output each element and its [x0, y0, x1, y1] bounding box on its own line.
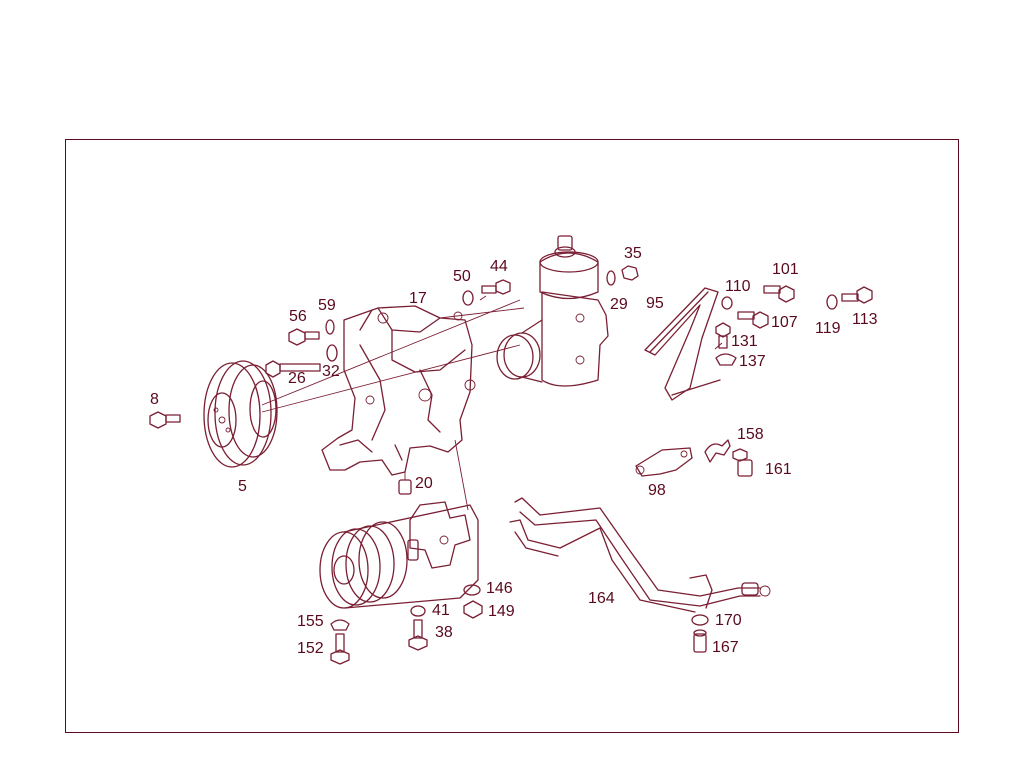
callout-155[interactable]: 155	[297, 613, 324, 630]
callout-17[interactable]: 17	[409, 290, 427, 307]
pulley[interactable]	[203, 299, 521, 468]
clip-137[interactable]	[715, 353, 737, 366]
callout-20[interactable]: 20	[415, 475, 433, 492]
mounting-bracket[interactable]	[321, 305, 476, 476]
callout-41[interactable]: 41	[432, 602, 450, 619]
callout-167[interactable]: 167	[712, 639, 739, 656]
callout-113[interactable]: 113	[852, 311, 878, 328]
bolt-38[interactable]	[408, 619, 428, 651]
brace-95[interactable]	[644, 287, 721, 401]
callout-101[interactable]: 101	[772, 261, 799, 278]
hose-164[interactable]	[509, 497, 771, 613]
callout-35[interactable]: 35	[624, 245, 642, 262]
callout-32[interactable]: 32	[322, 363, 340, 380]
washer-41[interactable]	[410, 605, 426, 617]
bolt-131[interactable]	[715, 322, 731, 349]
washer-50[interactable]	[462, 290, 474, 306]
compressor[interactable]	[319, 439, 479, 609]
callout-107[interactable]: 107	[771, 314, 798, 331]
callout-110[interactable]: 110	[725, 278, 751, 295]
clip-158[interactable]	[704, 439, 731, 463]
callout-95[interactable]: 95	[646, 295, 664, 312]
washer-170[interactable]	[691, 614, 709, 626]
power-steering-pump[interactable]	[439, 235, 609, 387]
callout-146[interactable]: 146	[486, 580, 513, 597]
nut-35[interactable]	[621, 265, 639, 281]
callout-38[interactable]: 38	[435, 624, 453, 641]
bolt-113[interactable]	[841, 286, 873, 304]
bolt-101[interactable]	[763, 285, 795, 303]
bolt-8[interactable]	[149, 411, 181, 429]
washer-32[interactable]	[326, 344, 338, 362]
callout-8[interactable]: 8	[150, 391, 159, 408]
callout-5[interactable]: 5	[238, 478, 247, 495]
callout-161[interactable]: 161	[765, 461, 792, 478]
washer-29[interactable]	[606, 270, 616, 286]
callout-131[interactable]: 131	[731, 333, 758, 350]
diagram-frame	[65, 139, 959, 733]
bolt-107[interactable]	[737, 311, 769, 329]
bolt-56[interactable]	[288, 328, 320, 346]
callout-158[interactable]: 158	[737, 426, 764, 443]
clip-155[interactable]	[330, 619, 350, 631]
bracket-98[interactable]	[635, 447, 693, 477]
callout-29[interactable]: 29	[610, 296, 628, 313]
callout-164[interactable]: 164	[588, 590, 615, 607]
callout-152[interactable]: 152	[297, 640, 324, 657]
callout-170[interactable]: 170	[715, 612, 742, 629]
callout-137[interactable]: 137	[739, 353, 766, 370]
washer-110[interactable]	[721, 296, 733, 310]
callout-26[interactable]: 26	[288, 370, 306, 387]
callout-119[interactable]: 119	[815, 320, 841, 337]
bolt-152[interactable]	[330, 633, 350, 665]
bolt-161[interactable]	[732, 448, 753, 477]
callout-59[interactable]: 59	[318, 297, 336, 314]
bolt-167[interactable]	[693, 629, 707, 653]
bolt-44[interactable]	[481, 279, 511, 295]
callout-98[interactable]: 98	[648, 482, 666, 499]
washer-59[interactable]	[325, 319, 335, 335]
nut-149[interactable]	[463, 600, 483, 619]
callout-50[interactable]: 50	[453, 268, 471, 285]
callout-44[interactable]: 44	[490, 258, 508, 275]
washer-119[interactable]	[826, 294, 838, 310]
callout-56[interactable]: 56	[289, 308, 307, 325]
washer-146[interactable]	[463, 584, 481, 596]
bolt-26[interactable]	[265, 360, 321, 378]
spacer-20[interactable]	[398, 479, 412, 495]
callout-149[interactable]: 149	[488, 603, 515, 620]
